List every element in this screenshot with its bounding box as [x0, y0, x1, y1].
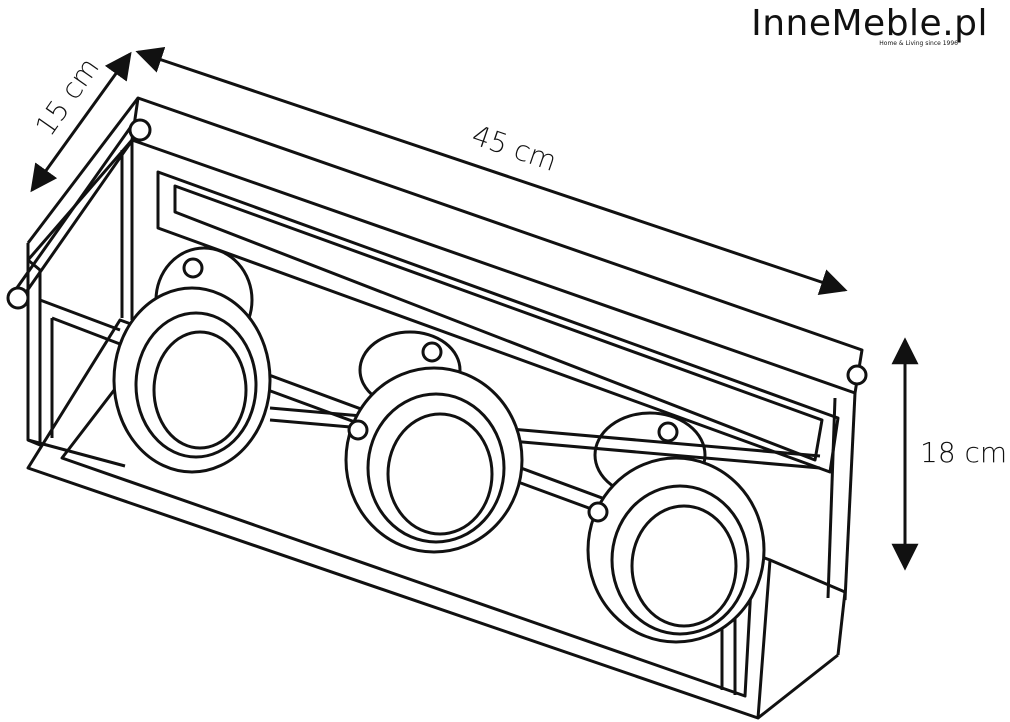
- spotlight-3: [586, 411, 766, 644]
- brand-name: InneMeble.pl: [751, 3, 988, 44]
- brand-tagline: Home & Living since 1996: [879, 40, 958, 47]
- dimension-lines: [30, 46, 919, 571]
- depth-arrow: [30, 51, 132, 193]
- left-side-frame: [26, 258, 126, 468]
- depth-label: 15 cm: [29, 52, 106, 142]
- rail-joints: [347, 419, 609, 523]
- height-label: 18 cm: [920, 436, 1007, 469]
- brand-logo: InneMeble.pl Home & Living since 1996: [751, 3, 988, 48]
- spotlight-1: [112, 246, 272, 474]
- width-arrow: [135, 46, 848, 296]
- spotlight-2: [344, 330, 524, 554]
